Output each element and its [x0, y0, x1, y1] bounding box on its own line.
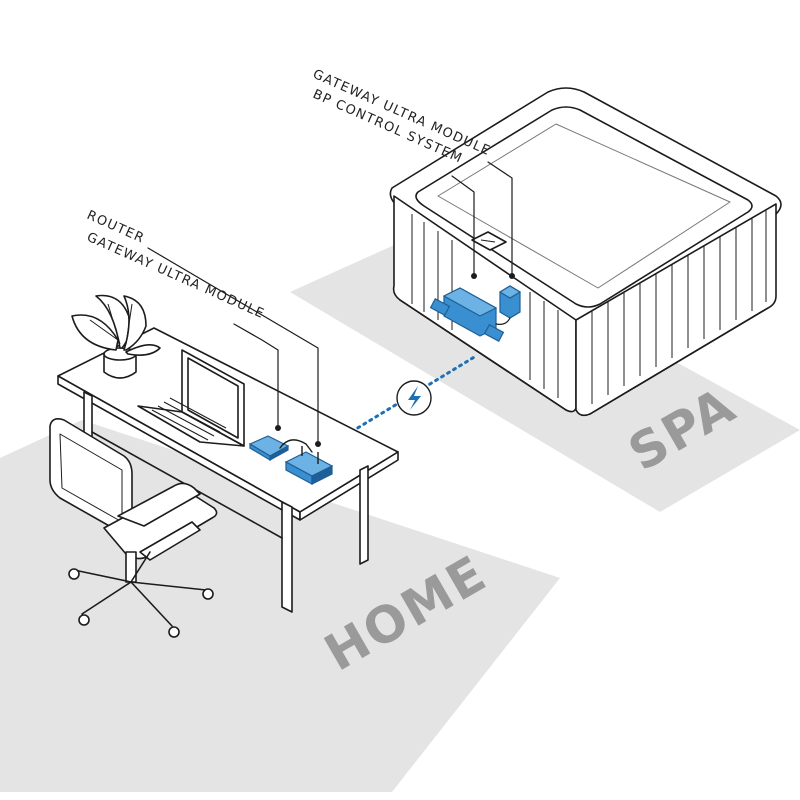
router [284, 446, 334, 486]
spa-gateway-ultra-module [495, 285, 522, 325]
lightning-bolt-icon [396, 380, 432, 416]
bp-control-system [429, 287, 505, 342]
laptop [137, 349, 245, 447]
home-gateway-ultra-module [248, 435, 290, 462]
spa-gateway-label: GATEWAY ULTRA MODULE [310, 67, 493, 159]
potted-plant [71, 294, 161, 379]
tub-right-slats [591, 210, 767, 404]
spa-callout-leaders [451, 161, 515, 279]
office-chair [49, 418, 218, 638]
home-callout-leaders [147, 247, 321, 447]
